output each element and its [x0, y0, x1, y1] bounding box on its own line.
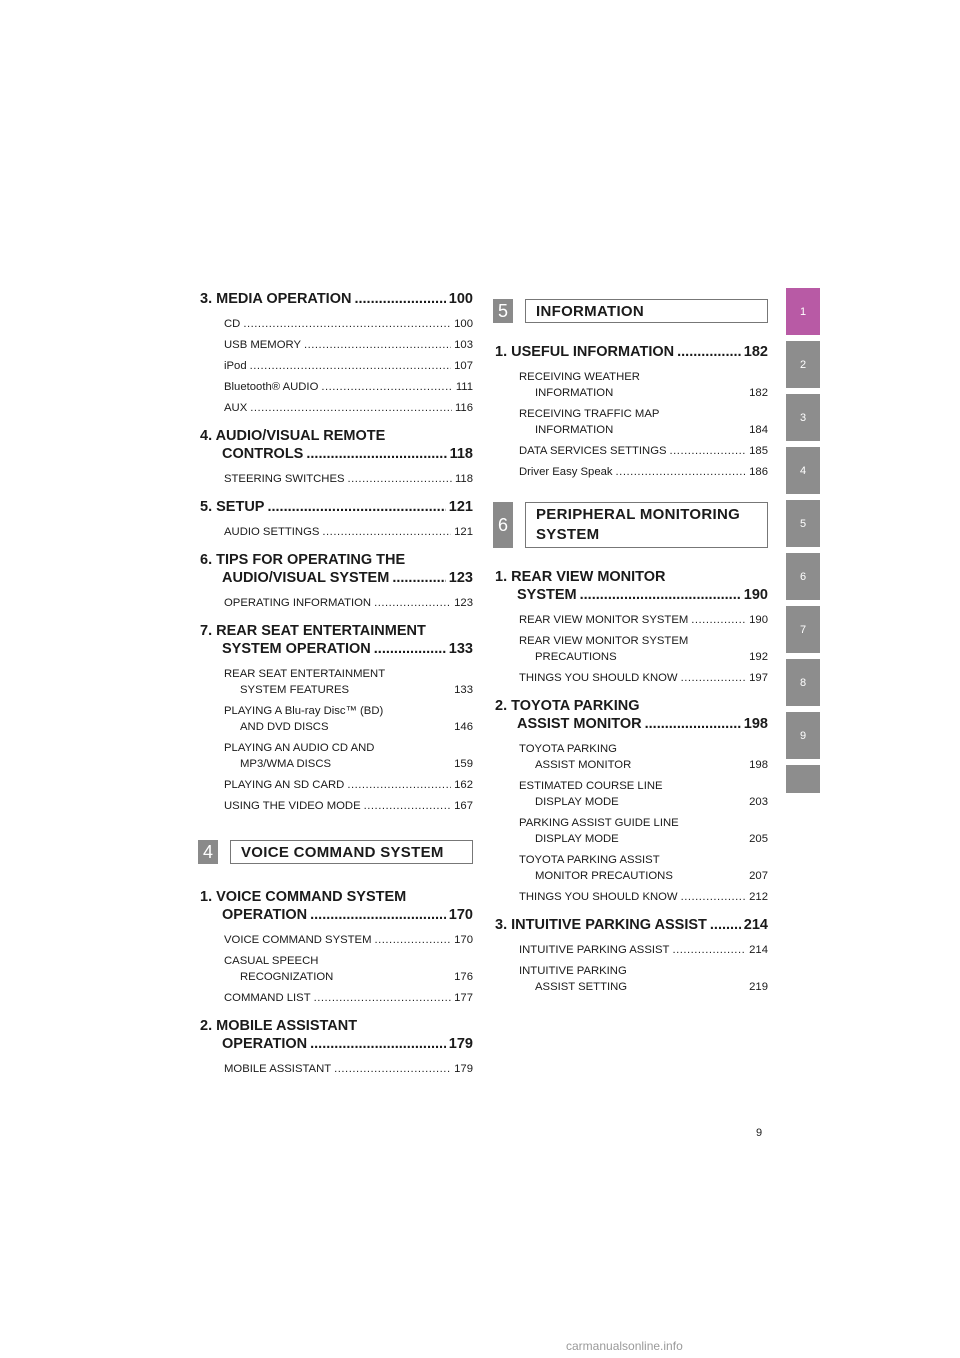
chapter-tab-4[interactable]: 4 [786, 447, 820, 494]
page-number: 9 [756, 1127, 763, 1139]
toc-entry[interactable]: MOBILE ASSISTANT179 [198, 1061, 473, 1077]
toc-entry[interactable]: Driver Easy Speak186 [493, 464, 768, 480]
toc-entry[interactable]: Bluetooth® AUDIO111 [198, 379, 473, 395]
toc-entry[interactable]: THINGS YOU SHOULD KNOW212 [493, 889, 768, 905]
toc-heading-rse[interactable]: 7. REAR SEAT ENTERTAINMENT SYSTEM OPERAT… [198, 622, 473, 658]
section-title: PERIPHERAL MONITORING SYSTEM [525, 502, 768, 548]
toc-heading-voice-command[interactable]: 1. VOICE COMMAND SYSTEM OPERATION170 [198, 888, 473, 924]
chapter-tab-8[interactable]: 8 [786, 659, 820, 706]
toc-entry[interactable]: iPod107 [198, 358, 473, 374]
toc-entry[interactable]: USING THE VIDEO MODE167 [198, 798, 473, 814]
toc-entry[interactable]: COMMAND LIST177 [198, 990, 473, 1006]
section-header-peripheral-monitoring: 6 PERIPHERAL MONITORING SYSTEM [493, 502, 768, 548]
toc-heading-rear-view-monitor[interactable]: 1. REAR VIEW MONITOR SYSTEM190 [493, 568, 768, 604]
toc-entry[interactable]: VOICE COMMAND SYSTEM170 [198, 932, 473, 948]
section-number: 6 [493, 502, 513, 548]
chapter-tabs: 1 2 3 4 5 6 7 8 9 [786, 288, 820, 799]
toc-entry[interactable]: STEERING SWITCHES118 [198, 471, 473, 487]
chapter-tab-index[interactable] [786, 765, 820, 793]
section-header-voice-command: 4 VOICE COMMAND SYSTEM [198, 840, 473, 864]
chapter-tab-2[interactable]: 2 [786, 341, 820, 388]
section-title: VOICE COMMAND SYSTEM [230, 840, 473, 864]
section-number: 4 [198, 840, 218, 864]
toc-entry[interactable]: PLAYING A Blu-ray Disc™ (BD)AND DVD DISC… [224, 705, 473, 733]
toc-entry[interactable]: INTUITIVE PARKING ASSIST214 [493, 942, 768, 958]
toc-heading-mobile-assistant[interactable]: 2. MOBILE ASSISTANT OPERATION179 [198, 1017, 473, 1053]
toc-entry[interactable]: AUDIO SETTINGS121 [198, 524, 473, 540]
chapter-tab-1[interactable]: 1 [786, 288, 820, 335]
toc-entry[interactable]: USB MEMORY103 [198, 337, 473, 353]
watermark: carmanualsonline.info [566, 1339, 683, 1353]
section-number: 5 [493, 299, 513, 323]
toc-entry[interactable]: THINGS YOU SHOULD KNOW197 [493, 670, 768, 686]
chapter-tab-9[interactable]: 9 [786, 712, 820, 759]
chapter-tab-5[interactable]: 5 [786, 500, 820, 547]
toc-entry[interactable]: DATA SERVICES SETTINGS185 [493, 443, 768, 459]
section-header-information: 5 INFORMATION [493, 299, 768, 323]
chapter-tab-7[interactable]: 7 [786, 606, 820, 653]
section-title: INFORMATION [525, 299, 768, 323]
toc-heading-media[interactable]: 3. MEDIA OPERATION100 [198, 290, 473, 308]
toc-heading-av-remote[interactable]: 4. AUDIO/VISUAL REMOTE CONTROLS118 [198, 427, 473, 463]
toc-heading-tips[interactable]: 6. TIPS FOR OPERATING THE AUDIO/VISUAL S… [198, 551, 473, 587]
toc-entry[interactable]: PLAYING AN SD CARD162 [198, 777, 473, 793]
toc-entry[interactable]: OPERATING INFORMATION123 [198, 595, 473, 611]
toc-entry[interactable]: CD100 [198, 316, 473, 332]
toc-left-column: 3. MEDIA OPERATION100 CD100 USB MEMORY10… [198, 290, 473, 1077]
toc-heading-setup[interactable]: 5. SETUP121 [198, 498, 473, 516]
chapter-tab-3[interactable]: 3 [786, 394, 820, 441]
chapter-tab-6[interactable]: 6 [786, 553, 820, 600]
toc-entry[interactable]: REAR VIEW MONITOR SYSTEM190 [493, 612, 768, 628]
toc-entry[interactable]: AUX116 [198, 400, 473, 416]
toc-heading-intuitive-parking-assist[interactable]: 3. INTUITIVE PARKING ASSIST214 [493, 916, 768, 934]
